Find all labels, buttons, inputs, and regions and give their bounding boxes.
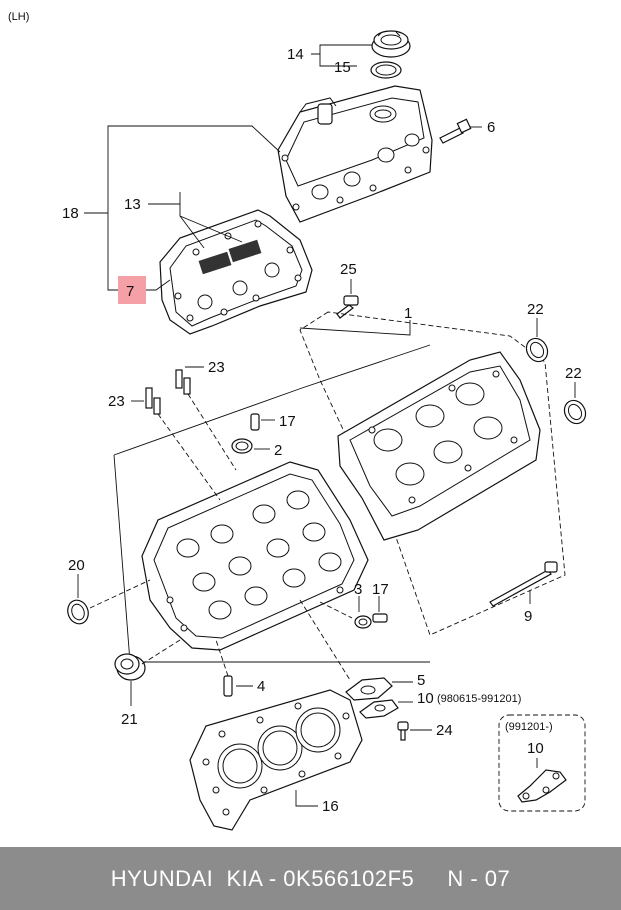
inset-label: (991201-): [505, 721, 553, 733]
cylinder-head-gasket: [189, 689, 363, 831]
stud-bolt: [223, 675, 233, 697]
outlet-gasket: [345, 677, 393, 701]
engine-mount-bushing: [114, 653, 146, 681]
callout-1: 1: [404, 305, 412, 322]
callout-22a: 22: [527, 301, 544, 318]
callout-24: 24: [436, 722, 453, 739]
callout-10a: 10: [417, 690, 434, 707]
dowel-pin-a: [145, 387, 161, 415]
callout-22b: 22: [565, 365, 582, 382]
dowel-pin-b: [175, 369, 191, 395]
filler-cap-gasket: [370, 61, 402, 79]
callout-17a: 17: [279, 413, 296, 430]
footer-part-number: HYUNDAI KIA - 0K566102F5 N - 07: [110, 865, 511, 891]
cover-bolt: [439, 118, 472, 144]
plug-seal: [231, 438, 253, 454]
callout-9: 9: [524, 608, 532, 625]
callout-10b: 10: [527, 740, 544, 757]
oil-jet-pin: [250, 413, 260, 431]
inset-bracket: [517, 769, 567, 803]
inset-box: [498, 714, 586, 812]
callout-3: 3: [354, 581, 362, 598]
flange-bolt: [397, 721, 409, 741]
callout-23b: 23: [208, 359, 225, 376]
cylinder-head-top-view: [337, 351, 541, 541]
callout-21: 21: [121, 711, 138, 728]
long-head-bolt: [489, 561, 558, 607]
cover-gasket: [159, 209, 313, 335]
camshaft-seal-upper: [525, 337, 549, 363]
side-label: (LH): [8, 11, 29, 23]
cylinder-head-bottom-view: [141, 461, 369, 651]
callout-23a: 23: [108, 393, 125, 410]
callout-14: 14: [287, 46, 304, 63]
oil-filler-cap: [371, 30, 411, 58]
callout-15: 15: [334, 59, 351, 76]
footer-bar: HYUNDAI KIA - 0K566102F5 N - 07: [0, 847, 621, 910]
front-seal: [67, 599, 89, 625]
cylinder-head-cover: [277, 85, 433, 223]
camshaft-seal-lower: [563, 399, 587, 425]
pin: [372, 613, 388, 623]
callout-18: 18: [62, 205, 79, 222]
callout-4: 4: [257, 678, 265, 695]
seal-washer: [354, 615, 372, 629]
callout-7: 7: [126, 283, 134, 300]
water-outlet-bracket: [359, 699, 399, 719]
callout-25: 25: [340, 261, 357, 278]
callout-6: 6: [487, 119, 495, 136]
callout-13: 13: [124, 196, 141, 213]
head-bolt: [336, 295, 359, 319]
callout-5: 5: [417, 672, 425, 689]
callout-16: 16: [322, 798, 339, 815]
exploded-parts-diagram: (LH) 14 15 6: [8, 11, 587, 831]
callout-20: 20: [68, 557, 85, 574]
callout-7-highlight: [118, 276, 146, 304]
callout-2: 2: [274, 442, 282, 459]
callout-17b: 17: [372, 581, 389, 598]
date-range-1: (980615-991201): [437, 693, 521, 705]
